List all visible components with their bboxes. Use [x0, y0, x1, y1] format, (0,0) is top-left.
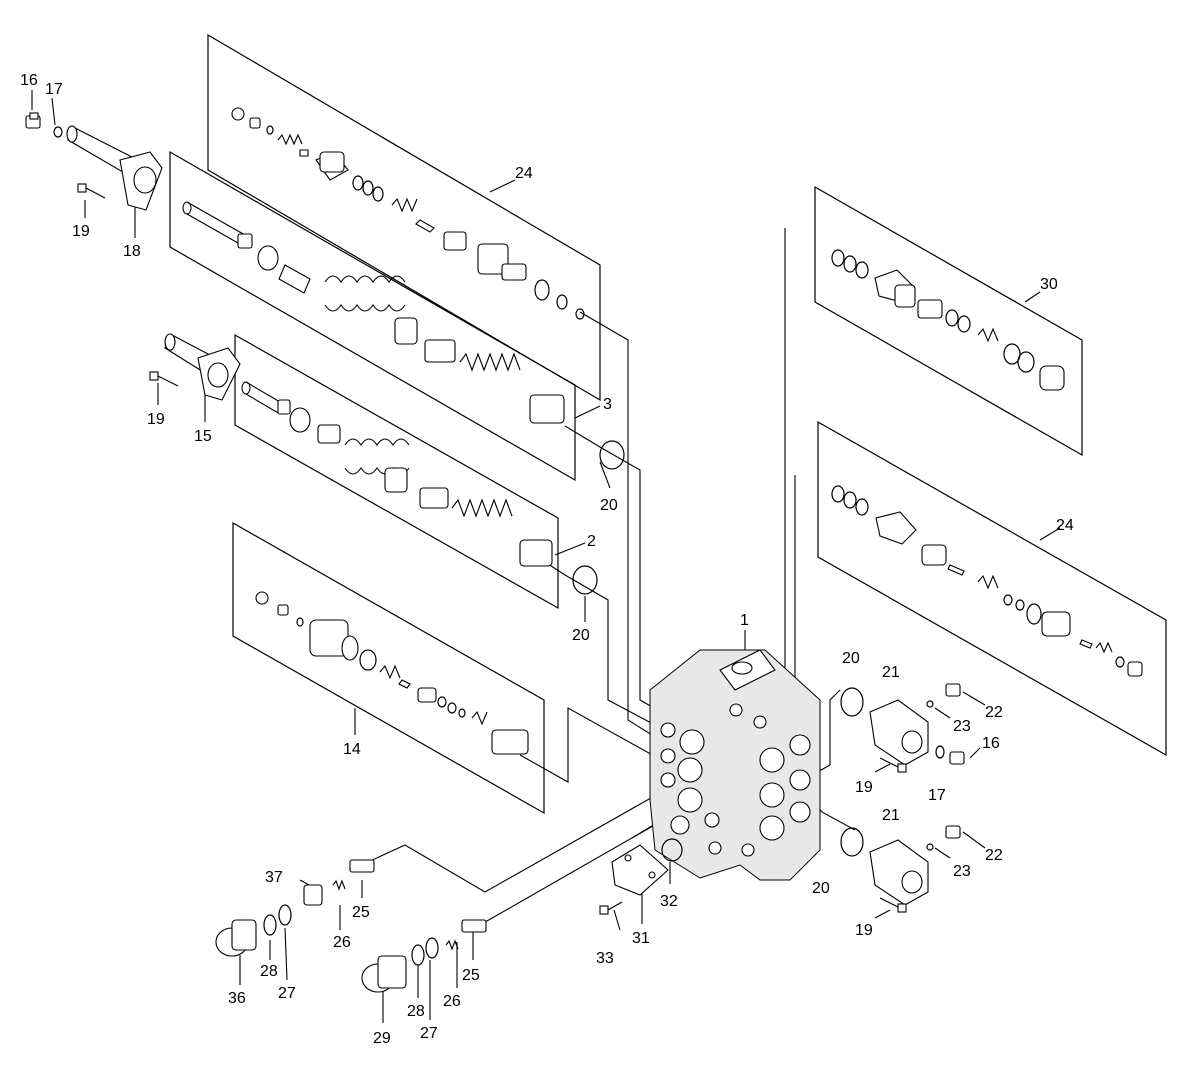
label-26-a: 26 — [333, 934, 351, 951]
label-31: 31 — [632, 930, 650, 947]
piston-25-b — [461, 919, 487, 933]
label-25-b: 25 — [462, 967, 480, 984]
label-14: 14 — [343, 741, 361, 758]
label-24-right: 24 — [1056, 517, 1074, 534]
group-box-30 — [814, 185, 1083, 457]
cover-15 — [164, 333, 241, 401]
label-28-b: 28 — [407, 1003, 425, 1020]
label-23-lower: 23 — [953, 863, 971, 880]
label-20-b: 20 — [572, 627, 590, 644]
label-22-lower: 22 — [985, 847, 1003, 864]
label-25-a: 25 — [352, 904, 370, 921]
label-20-a: 20 — [600, 497, 618, 514]
label-28-a: 28 — [260, 963, 278, 980]
label-22-upper: 22 — [985, 704, 1003, 721]
piston-25-a — [349, 859, 375, 873]
label-27-b: 27 — [420, 1025, 438, 1042]
group-box-3 — [169, 150, 576, 482]
label-16-right: 16 — [982, 735, 1000, 752]
o-ring-27-b — [425, 937, 439, 959]
o-ring-17-topleft — [53, 126, 63, 138]
plug-29 — [361, 955, 407, 993]
body-ports — [660, 703, 811, 857]
cover-21-upper — [869, 699, 929, 766]
connection-lines — [31, 90, 1061, 1023]
label-1: 1 — [740, 612, 749, 629]
label-27-a: 27 — [278, 985, 296, 1002]
relief-valve-24-right-parts — [831, 485, 1143, 677]
bolt-19-mid — [149, 371, 179, 387]
label-21-lower: 21 — [882, 807, 900, 824]
label-20-c: 20 — [842, 650, 860, 667]
label-23-upper: 23 — [953, 718, 971, 735]
label-19-topleft: 19 — [72, 223, 90, 240]
o-ring-20-a — [599, 440, 625, 470]
valve-30-parts — [831, 249, 1065, 391]
label-29: 29 — [373, 1030, 391, 1047]
spring-26-a — [332, 879, 346, 891]
label-18: 18 — [123, 243, 141, 260]
plug-22-lower — [945, 825, 961, 839]
o-ring-32 — [661, 838, 683, 862]
label-36: 36 — [228, 990, 246, 1007]
part-labels: 16 17 19 18 24 3 19 15 20 2 20 14 1 30 2… — [20, 72, 1074, 1047]
spool-assembly-2-parts — [241, 381, 553, 567]
o-ring-23-lower — [926, 843, 934, 851]
label-3: 3 — [603, 396, 612, 413]
group-box-14 — [232, 521, 545, 815]
bolt-19-lower-right — [879, 897, 907, 913]
valve-body-1 — [649, 649, 821, 881]
group-box-24-right — [817, 420, 1167, 757]
label-2: 2 — [587, 533, 596, 550]
label-30: 30 — [1040, 276, 1058, 293]
plug-16-right — [949, 751, 965, 765]
bolt-19-upper-right — [879, 757, 907, 773]
plug-36 — [215, 919, 257, 957]
label-19-lower-right: 19 — [855, 922, 873, 939]
o-ring-28-a — [263, 914, 277, 936]
bolt-19-topleft — [77, 183, 106, 199]
label-19-mid: 19 — [147, 411, 165, 428]
bolt-33 — [599, 901, 623, 915]
cover-18 — [66, 125, 163, 211]
label-26-b: 26 — [443, 993, 461, 1010]
o-ring-20-d — [840, 827, 864, 857]
label-17-right: 17 — [928, 787, 946, 804]
o-ring-27-a — [278, 904, 292, 926]
o-ring-20-c — [840, 687, 864, 717]
label-24-top: 24 — [515, 165, 533, 182]
o-ring-23-upper — [926, 700, 934, 708]
spring-26-b — [445, 939, 459, 951]
label-37: 37 — [265, 869, 283, 886]
plug-16-topleft — [25, 112, 41, 129]
spool-assembly-3-parts — [182, 201, 565, 424]
label-15: 15 — [194, 428, 212, 445]
o-ring-17-right — [935, 745, 945, 759]
plug-37 — [303, 884, 323, 906]
label-16-topleft: 16 — [20, 72, 38, 89]
relief-valve-14-parts — [255, 591, 529, 755]
label-17-topleft: 17 — [45, 81, 63, 98]
o-ring-20-b — [572, 565, 598, 595]
group-box-2 — [234, 333, 559, 610]
label-19-upper-right: 19 — [855, 779, 873, 796]
plug-22-upper — [945, 683, 961, 697]
label-20-d: 20 — [812, 880, 830, 897]
cover-21-lower — [869, 839, 929, 906]
group-box-24-top — [207, 33, 601, 402]
o-ring-28-b — [411, 944, 425, 966]
label-33: 33 — [596, 950, 614, 967]
label-21-upper: 21 — [882, 664, 900, 681]
cover-31 — [611, 844, 669, 896]
relief-valve-24-top-parts — [231, 107, 585, 320]
label-32: 32 — [660, 893, 678, 910]
